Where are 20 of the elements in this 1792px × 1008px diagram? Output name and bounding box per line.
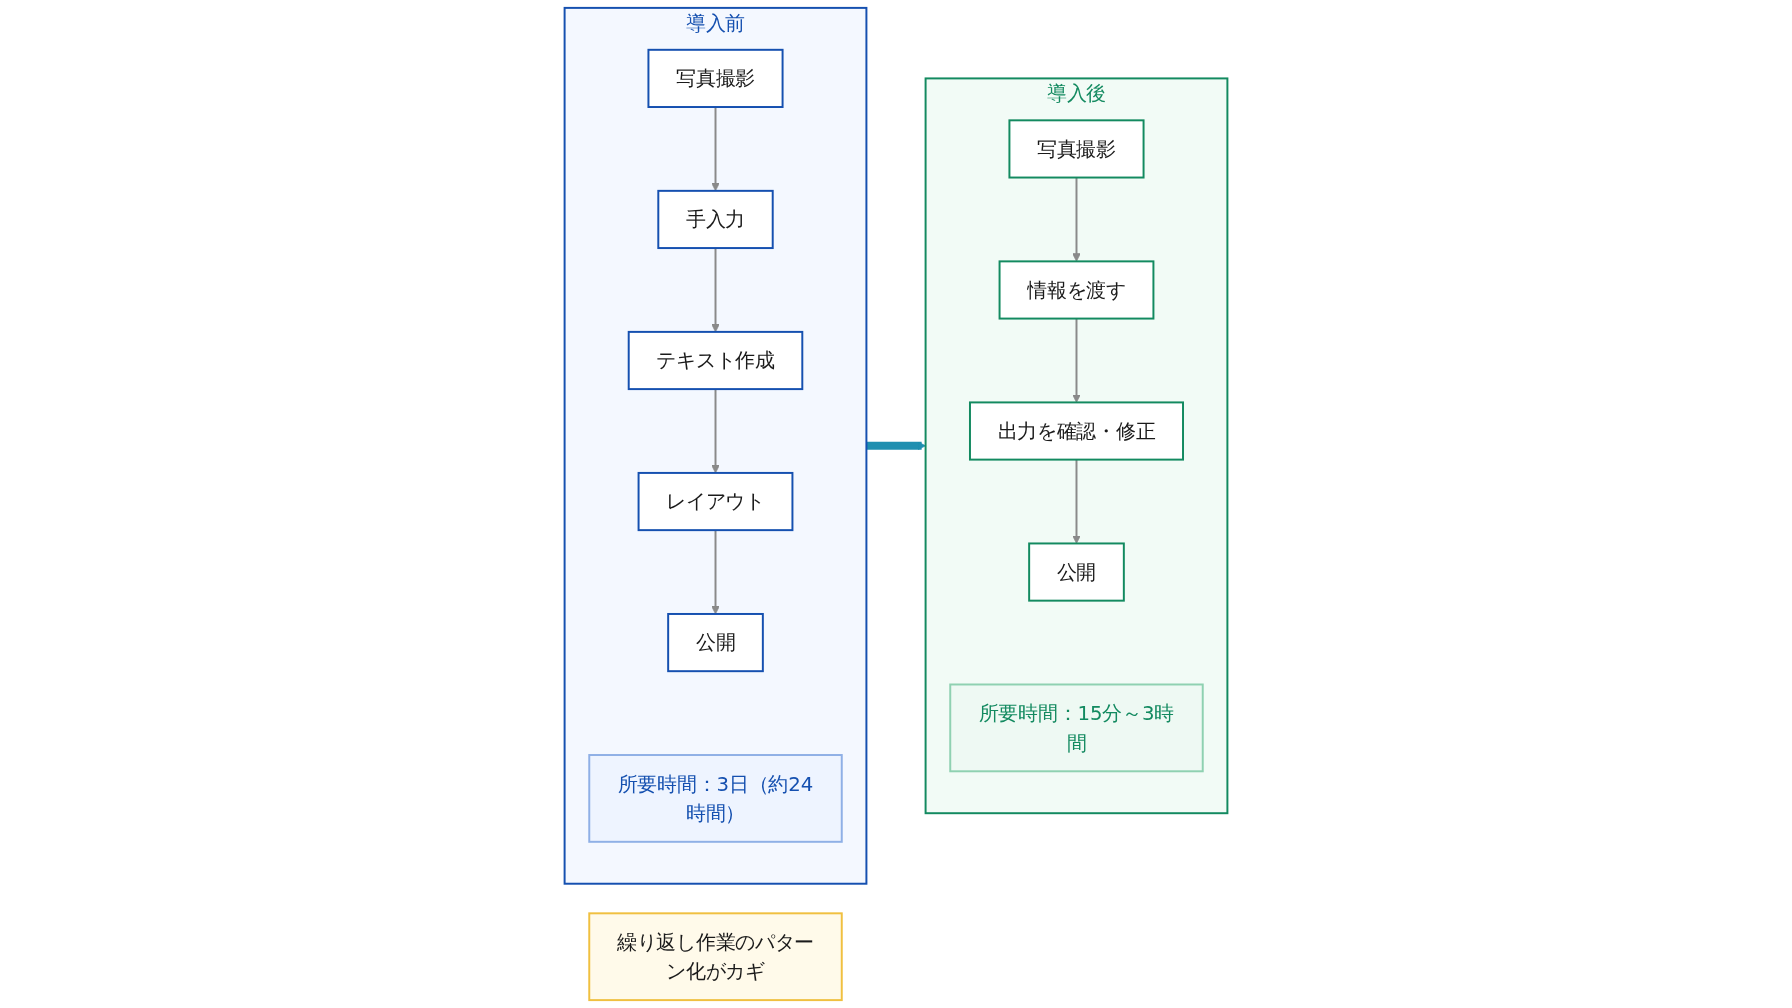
arrow [866,441,926,451]
arrow [1072,176,1081,262]
arrow [711,388,720,474]
arrow [711,106,720,192]
arrow [1072,317,1081,403]
arrow [711,247,720,333]
node-box: 繰り返し作業のパターン化がカギ [588,912,843,1002]
node-box: テキスト作成 [627,330,804,391]
node-box: 写真撮影 [647,48,784,108]
node-box: レイアウト [637,471,794,532]
arrow [711,529,720,615]
node-box: 写真撮影 [1008,119,1145,179]
arrow [1072,458,1081,544]
node-box: 公開 [667,613,764,673]
node-box: 情報を渡す [998,260,1155,320]
node-box: 所要時間：3日（約24時間） [588,754,843,843]
node-box: 所要時間：15分～3時間 [949,683,1204,773]
node-box: 出力を確認・修正 [969,401,1184,461]
node-box: 公開 [1028,542,1125,602]
node-box: 手入力 [657,189,774,250]
